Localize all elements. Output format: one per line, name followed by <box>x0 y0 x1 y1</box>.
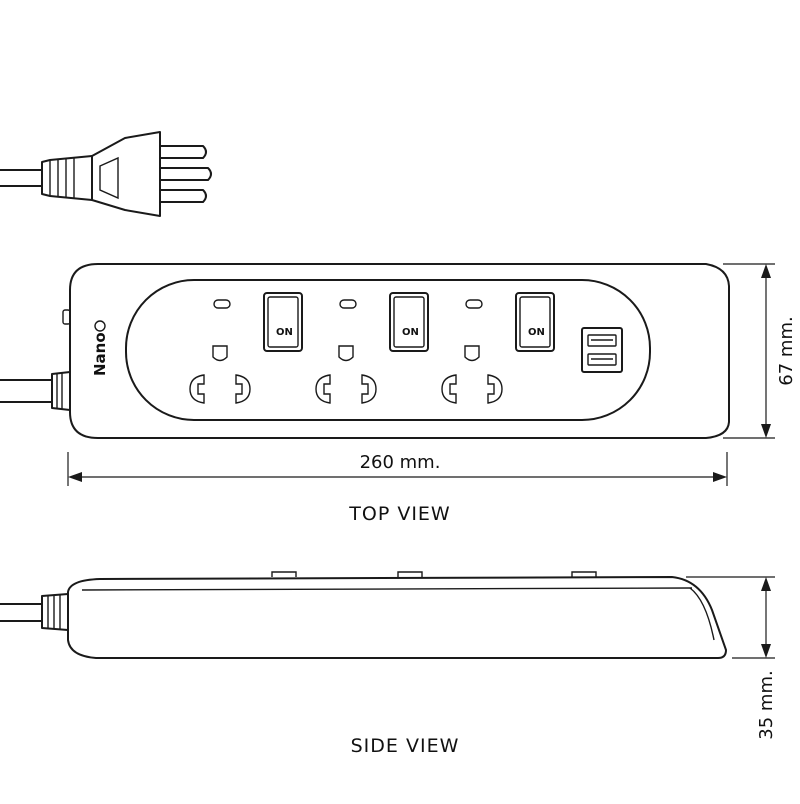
switch-label: ON <box>402 327 419 338</box>
ground-pin-slot <box>212 345 228 362</box>
brand-text: Nano <box>91 332 109 376</box>
brand-logo: Nano <box>91 320 109 376</box>
outlet-group-3: ON <box>441 292 555 404</box>
socket-left <box>315 374 331 404</box>
outlet-group-2: ON <box>315 292 429 404</box>
usb-ports <box>581 327 623 373</box>
length-dimension: 260 mm. <box>67 452 728 486</box>
ground-pin-slot <box>338 345 354 362</box>
length-label: 260 mm. <box>360 452 441 473</box>
rocker-switch <box>263 292 303 352</box>
rocker-switch <box>389 292 429 352</box>
indicator-light <box>339 299 357 309</box>
socket-left <box>189 374 205 404</box>
rocker-switch <box>515 292 555 352</box>
switch-label: ON <box>528 327 545 338</box>
socket-right <box>487 374 503 404</box>
indicator-light <box>465 299 483 309</box>
ground-pin-slot <box>464 345 480 362</box>
indicator-light <box>213 299 231 309</box>
side-view <box>0 571 727 659</box>
socket-left <box>441 374 457 404</box>
height-dimension: 35 mm. <box>686 576 777 740</box>
socket-right <box>361 374 377 404</box>
plug-drawing <box>0 131 212 217</box>
switch-label: ON <box>276 327 293 338</box>
top-view: Nano ON ON ON <box>0 263 730 439</box>
width-label: 67 mm. <box>776 316 797 385</box>
side-view-title: SIDE VIEW <box>351 735 460 757</box>
outlet-group-1: ON <box>189 292 303 404</box>
height-label: 35 mm. <box>756 670 777 739</box>
width-dimension: 67 mm. <box>723 263 797 439</box>
top-view-title: TOP VIEW <box>348 503 450 525</box>
socket-right <box>235 374 251 404</box>
